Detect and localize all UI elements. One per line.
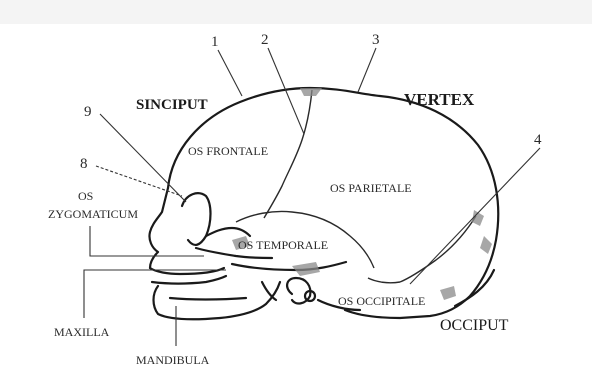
label-os-parietale: OS PARIETALE [330, 181, 412, 195]
label-os-zygomaticum-2: ZYGOMATICUM [48, 207, 138, 221]
label-occiput: OCCIPUT [440, 317, 509, 334]
label-os-frontale: OS FRONTALE [188, 144, 268, 158]
label-number-9: 9 [84, 104, 92, 120]
label-number-8: 8 [80, 156, 88, 172]
label-number-2: 2 [261, 32, 269, 48]
label-number-3: 3 [372, 32, 380, 48]
label-mandibula: MANDIBULA [136, 353, 210, 367]
label-os-temporale: OS TEMPORALE [238, 238, 328, 252]
label-os-occipitale: OS OCCIPITALE [338, 294, 425, 308]
label-number-4: 4 [534, 132, 542, 148]
scan-top-band [0, 0, 592, 24]
label-number-1: 1 [211, 34, 219, 50]
label-maxilla: MAXILLA [54, 325, 110, 339]
label-os-zygomaticum-1: OS [78, 189, 93, 203]
label-vertex: VERTEX [404, 90, 475, 109]
label-sinciput: SINCIPUT [136, 97, 208, 113]
